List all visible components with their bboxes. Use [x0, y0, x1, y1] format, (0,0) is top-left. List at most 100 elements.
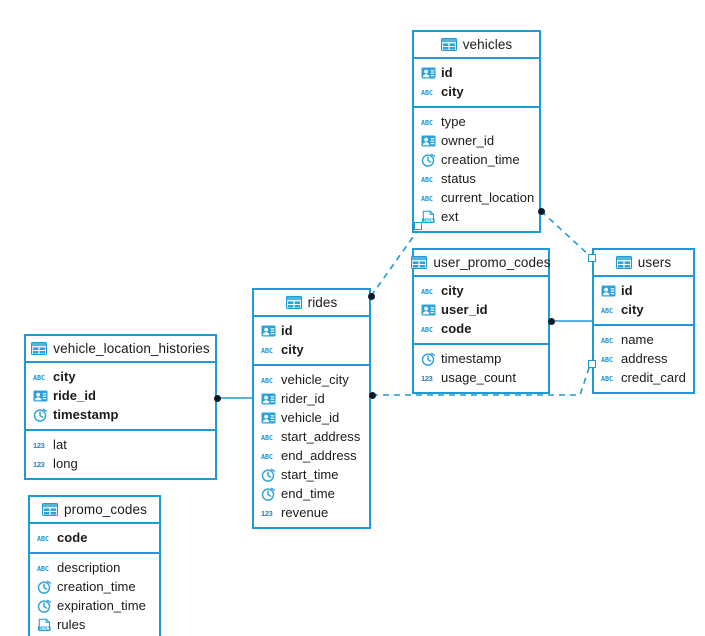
table-header[interactable]: promo_codes — [30, 497, 159, 524]
field-row[interactable]: ABC type — [414, 112, 539, 131]
field-name: city — [281, 342, 304, 357]
abc-icon: ABC — [421, 88, 433, 96]
field-row[interactable]: ABC status — [414, 169, 539, 188]
field-row[interactable]: JSON ext — [414, 207, 539, 226]
abc-icon: ABC — [421, 287, 433, 295]
svg-text:ABC: ABC — [261, 433, 273, 441]
field-name: owner_id — [441, 133, 495, 148]
field-row[interactable]: ABC vehicle_city — [254, 370, 369, 389]
field-row[interactable]: ABC city — [26, 367, 215, 386]
field-row[interactable]: 123 revenue — [254, 503, 369, 522]
field-row[interactable]: ABC start_address — [254, 427, 369, 446]
field-row[interactable]: id — [594, 281, 693, 300]
field-row[interactable]: vehicle_id — [254, 408, 369, 427]
table-node-vehicle_location_histories[interactable]: vehicle_location_histories ABC city ride… — [24, 334, 217, 480]
field-row[interactable]: ABC end_address — [254, 446, 369, 465]
field-row[interactable]: timestamp — [414, 349, 548, 368]
table-node-rides[interactable]: rides id ABC city ABC vehicle_city rider… — [252, 288, 371, 529]
svg-text:ABC: ABC — [421, 175, 433, 183]
field-row[interactable]: JSON rules — [30, 615, 159, 634]
column-section: 123 lat 123 long — [26, 431, 215, 478]
table-header[interactable]: rides — [254, 290, 369, 317]
field-row[interactable]: expiration_time — [30, 596, 159, 615]
column-section: timestamp 123 usage_count — [414, 345, 548, 392]
field-row[interactable]: id — [254, 321, 369, 340]
field-name: timestamp — [53, 407, 119, 422]
json-file-icon: JSON — [422, 210, 435, 223]
table-title: rides — [307, 295, 338, 310]
field-name: name — [621, 332, 654, 347]
field-row[interactable]: ABC city — [254, 340, 369, 359]
field-row[interactable]: ride_id — [26, 386, 215, 405]
svg-text:ABC: ABC — [33, 373, 45, 381]
field-name: code — [57, 530, 88, 545]
abc-icon: ABC — [421, 194, 433, 202]
abc-icon: ABC — [37, 534, 49, 542]
field-name: city — [441, 283, 464, 298]
field-name: ext — [441, 209, 459, 224]
field-row[interactable]: creation_time — [30, 577, 159, 596]
field-row[interactable]: ABC city — [414, 82, 539, 101]
clock-icon — [421, 153, 436, 167]
table-header[interactable]: users — [594, 250, 693, 277]
svg-text:ABC: ABC — [421, 118, 433, 126]
field-row[interactable]: rider_id — [254, 389, 369, 408]
field-name: end_time — [281, 486, 335, 501]
field-name: id — [281, 323, 293, 338]
table-node-vehicles[interactable]: vehicles id ABC city ABC type owner_id c… — [412, 30, 541, 233]
field-row[interactable]: 123 usage_count — [414, 368, 548, 387]
table-title: users — [637, 255, 672, 270]
abc-icon: ABC — [601, 355, 613, 363]
field-name: vehicle_city — [281, 372, 349, 387]
field-row[interactable]: ABC description — [30, 558, 159, 577]
id-card-icon — [261, 325, 276, 336]
field-row[interactable]: ABC address — [594, 349, 693, 368]
field-row[interactable]: ABC code — [30, 528, 159, 547]
relationship-target-square — [588, 360, 596, 368]
abc-icon: ABC — [421, 118, 433, 126]
field-name: address — [621, 351, 668, 366]
123-icon: 123 — [33, 441, 45, 450]
field-name: creation_time — [57, 579, 136, 594]
field-row[interactable]: start_time — [254, 465, 369, 484]
field-name: current_location — [441, 190, 535, 205]
field-row[interactable]: timestamp — [26, 405, 215, 424]
table-node-user_promo_codes[interactable]: user_promo_codes ABC city user_id ABC co… — [411, 248, 551, 394]
field-row[interactable]: id — [414, 63, 539, 82]
id-card-icon — [421, 304, 436, 315]
field-row[interactable]: ABC credit_card — [594, 368, 693, 387]
field-row[interactable]: ABC current_location — [414, 188, 539, 207]
abc-icon: ABC — [421, 325, 433, 333]
field-row[interactable]: creation_time — [414, 150, 539, 169]
table-node-promo_codes[interactable]: promo_codes ABC code ABC description cre… — [28, 495, 161, 636]
svg-text:JSON: JSON — [423, 217, 433, 222]
column-section: ABC vehicle_city rider_id vehicle_id ABC… — [254, 366, 369, 527]
table-node-users[interactable]: users id ABC city ABC name ABC address A… — [592, 248, 695, 394]
field-row[interactable]: ABC city — [594, 300, 693, 319]
table-header[interactable]: vehicle_location_histories — [26, 336, 215, 363]
primary-key-section: id ABC city — [594, 277, 693, 326]
field-row[interactable]: end_time — [254, 484, 369, 503]
field-row[interactable]: ABC name — [594, 330, 693, 349]
primary-key-section: ABC code — [30, 524, 159, 554]
table-header[interactable]: user_promo_codes — [411, 250, 551, 277]
svg-text:123: 123 — [33, 441, 45, 450]
table-title: user_promo_codes — [433, 255, 551, 270]
clock-icon — [261, 468, 276, 482]
table-grid-icon — [42, 503, 59, 516]
abc-icon: ABC — [261, 346, 273, 354]
field-name: type — [441, 114, 466, 129]
svg-text:ABC: ABC — [601, 374, 613, 382]
relationship-source-dot — [538, 208, 545, 215]
table-header[interactable]: vehicles — [414, 32, 539, 59]
svg-text:ABC: ABC — [261, 346, 273, 354]
id-card-icon — [421, 135, 436, 146]
field-row[interactable]: 123 long — [26, 454, 215, 473]
field-row[interactable]: ABC city — [414, 281, 548, 300]
field-row[interactable]: owner_id — [414, 131, 539, 150]
field-row[interactable]: user_id — [414, 300, 548, 319]
field-row[interactable]: ABC code — [414, 319, 548, 338]
field-row[interactable]: 123 lat — [26, 435, 215, 454]
relationship-target-square — [588, 254, 596, 262]
abc-icon: ABC — [421, 175, 433, 183]
